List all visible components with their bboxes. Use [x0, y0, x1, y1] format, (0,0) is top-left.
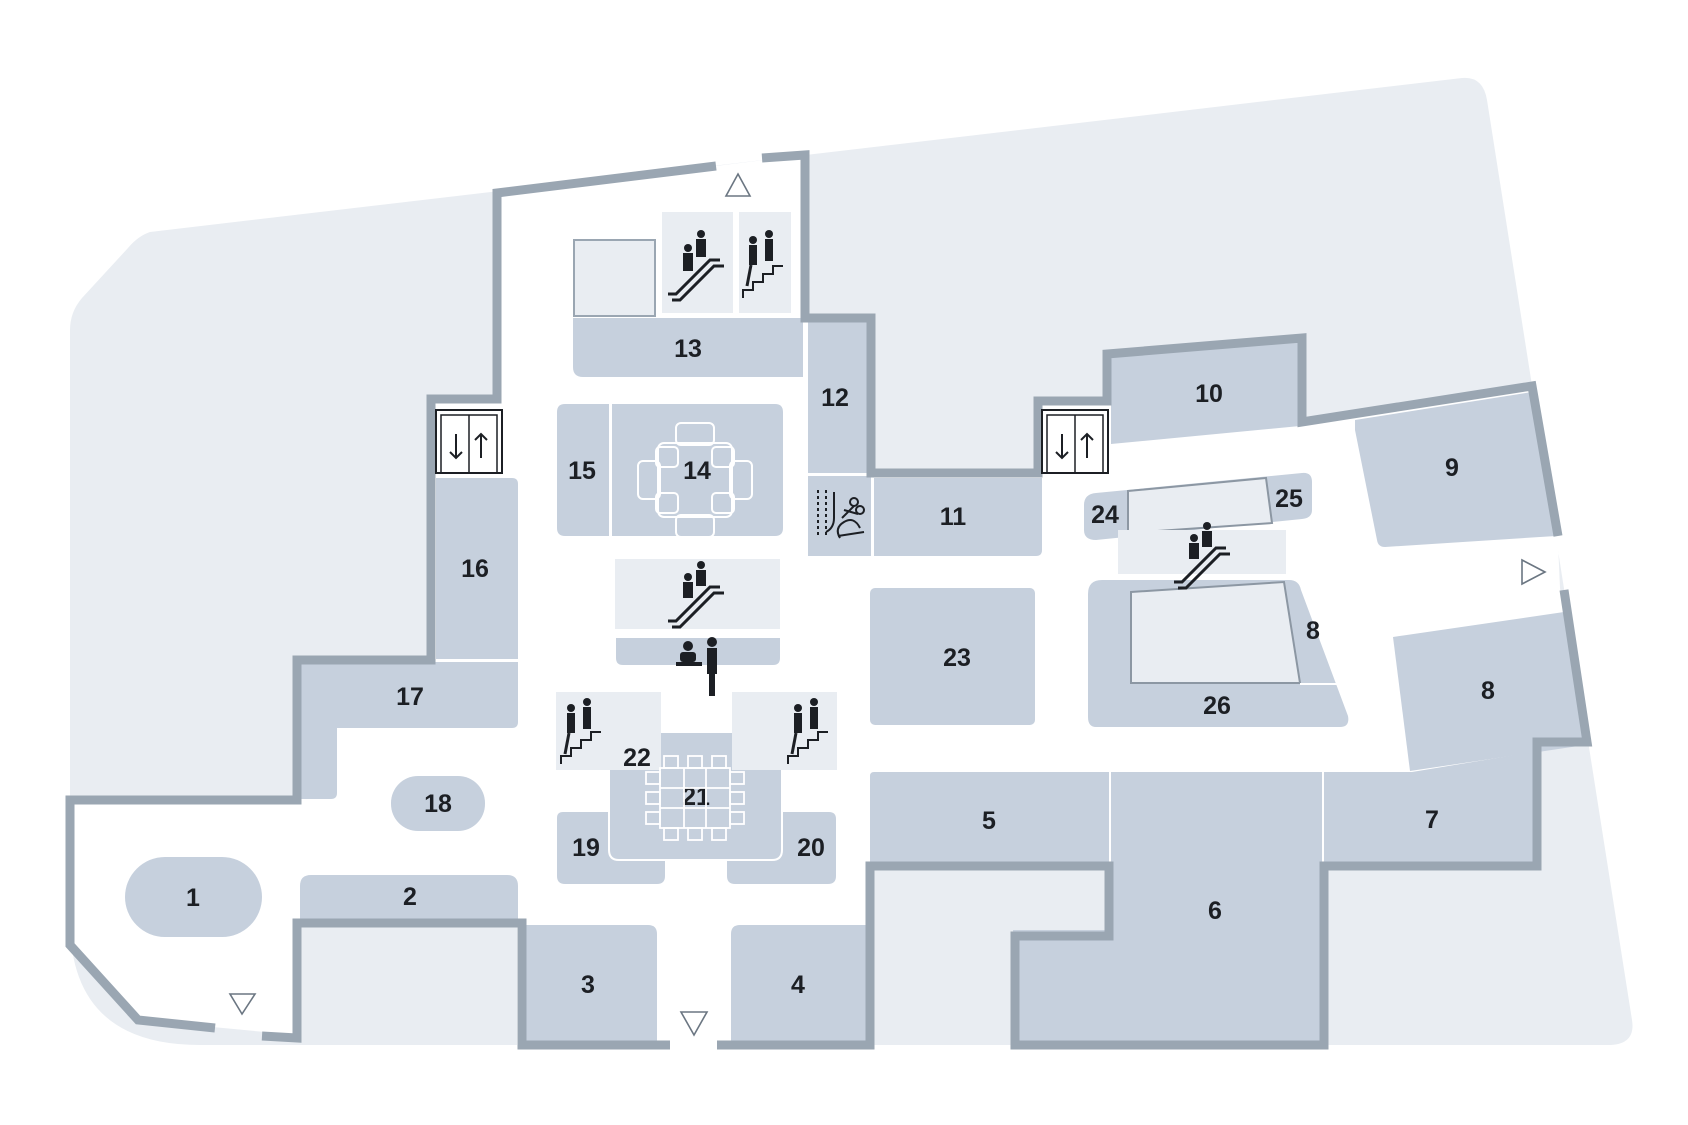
- escalator-pad-center: [615, 559, 780, 629]
- svg-text:26: 26: [1203, 692, 1231, 720]
- elevator-icon[interactable]: [1041, 409, 1109, 474]
- svg-text:12: 12: [821, 384, 849, 412]
- svg-text:25: 25: [1275, 485, 1303, 513]
- svg-text:7: 7: [1425, 806, 1439, 834]
- unit-11[interactable]: 11: [874, 478, 1042, 556]
- svg-text:23: 23: [943, 644, 971, 672]
- unit-23[interactable]: 23: [870, 588, 1035, 725]
- svg-text:11: 11: [940, 503, 967, 531]
- unit-12[interactable]: 12: [808, 318, 871, 473]
- svg-text:20: 20: [797, 834, 825, 862]
- svg-text:15: 15: [568, 457, 596, 485]
- info-desk-pad: [616, 638, 780, 665]
- seating-area-icon: [645, 755, 745, 841]
- escalator-icon[interactable]: [668, 230, 724, 302]
- svg-text:8: 8: [1481, 677, 1495, 705]
- unit-15[interactable]: 15: [557, 404, 609, 536]
- svg-text:3: 3: [581, 971, 595, 999]
- info-desk-icon[interactable]: [676, 637, 717, 696]
- svg-text:1: 1: [186, 884, 200, 912]
- unit-9[interactable]: 9: [1355, 392, 1556, 547]
- svg-text:19: 19: [572, 834, 600, 862]
- unit-10[interactable]: 10: [1111, 340, 1300, 444]
- svg-text:10: 10: [1195, 380, 1223, 408]
- unit-1[interactable]: 1: [125, 857, 262, 937]
- unit-13[interactable]: 13: [573, 318, 803, 377]
- unit-17[interactable]: 17: [301, 662, 518, 799]
- svg-text:17: 17: [396, 683, 424, 711]
- unit-26[interactable]: 26: [1130, 580, 1346, 720]
- unit-3[interactable]: 3: [522, 925, 657, 1045]
- unit-2[interactable]: 2: [300, 875, 518, 923]
- svg-text:18: 18: [424, 790, 452, 818]
- svg-text:13: 13: [674, 335, 702, 363]
- unit-8-east[interactable]: 8: [1393, 612, 1585, 771]
- unit-6[interactable]: 6: [1013, 772, 1322, 1045]
- elevator-icon[interactable]: [435, 409, 503, 474]
- svg-text:2: 2: [403, 883, 417, 911]
- unit-16[interactable]: 16: [436, 478, 518, 659]
- entrance-arrow-icon[interactable]: [1521, 558, 1547, 586]
- svg-text:14: 14: [683, 457, 711, 485]
- entrance-arrow-icon[interactable]: [724, 172, 752, 197]
- unit-5[interactable]: 5: [870, 772, 1109, 866]
- svg-text:16: 16: [461, 555, 489, 583]
- escalator-icon[interactable]: [668, 561, 724, 629]
- storage-box: [573, 239, 656, 317]
- building-walls: [65, 150, 1593, 1050]
- stairs-pad-north: [739, 212, 791, 313]
- unit-14[interactable]: 14: [612, 404, 783, 536]
- escalator-pad-north: [662, 212, 733, 313]
- unit-4[interactable]: 4: [731, 925, 866, 1045]
- unit-24-25-block[interactable]: 24 25: [1084, 472, 1312, 540]
- unit-18[interactable]: 18: [391, 776, 485, 831]
- unit-7[interactable]: 7: [1324, 752, 1533, 866]
- seating-area-icon: [637, 422, 753, 538]
- entrance-arrow-icon[interactable]: [228, 993, 257, 1016]
- svg-text:5: 5: [982, 807, 996, 835]
- svg-text:24: 24: [1091, 501, 1119, 529]
- svg-text:9: 9: [1445, 454, 1459, 482]
- svg-text:4: 4: [791, 971, 805, 999]
- unit-22-label[interactable]: 22: [623, 744, 651, 772]
- tailor-service-icon[interactable]: [817, 490, 865, 539]
- stairs-icon[interactable]: [560, 698, 601, 764]
- svg-text:6: 6: [1208, 897, 1222, 925]
- entrance-arrow-icon[interactable]: [679, 1011, 709, 1037]
- stairs-icon[interactable]: [742, 230, 783, 298]
- stairs-icon[interactable]: [787, 698, 828, 764]
- svg-text:8: 8: [1306, 617, 1320, 645]
- escalator-icon[interactable]: [1174, 522, 1230, 590]
